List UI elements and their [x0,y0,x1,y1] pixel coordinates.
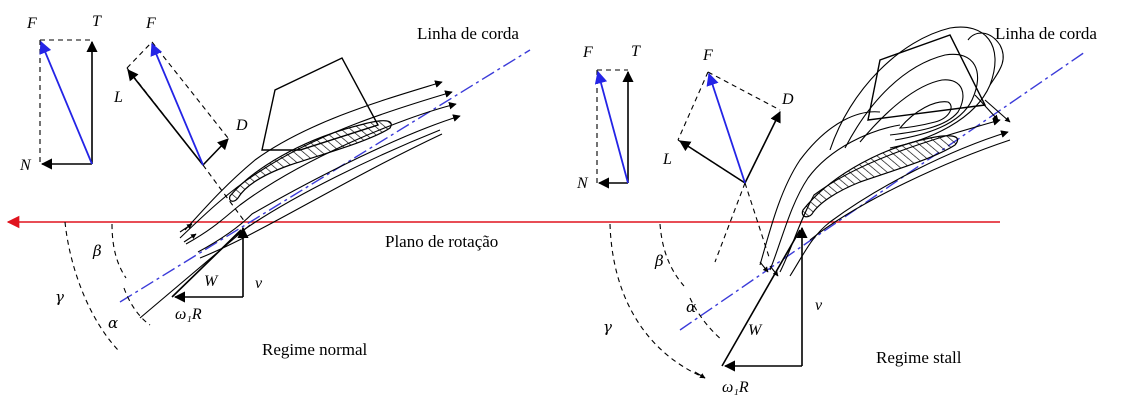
chord-line-label-right: Linha de corda [995,24,1097,43]
label-N: N [19,157,32,174]
label-F-right: F [582,44,593,61]
resultant-force-vector-right [594,70,629,184]
label-omega-r-right: ω₁R [722,379,749,396]
chord-line-left [119,49,531,303]
regime-normal-panel: F T N F L D Linha de corda [19,13,531,359]
streamlines-left [179,80,461,259]
label-alpha: α [108,314,118,332]
force-components-left: F T N [19,13,102,174]
label-D: D [235,117,248,134]
label-W-right: W [748,322,763,339]
regime-stall-panel: F T N F L D Linha de corda [576,24,1097,396]
lift-vector-right [679,140,746,184]
label-beta: β [92,242,102,260]
label-F-right-2: F [702,47,713,64]
label-W: W [204,273,219,290]
label-L: L [113,89,123,106]
label-beta-right: β [654,252,664,270]
drag-vector [202,138,229,166]
label-L-right: L [662,151,672,168]
chord-line-right [679,51,1086,331]
drag-vector-right [744,110,781,184]
label-v-right: v [815,297,823,314]
blade-section-right [867,34,987,121]
angle-arcs-left: β α γ [55,221,151,351]
label-gamma-right: γ [603,318,612,336]
w-vector [171,229,242,298]
w-vector-right [721,229,801,367]
stall-vortex [829,26,1011,151]
label-v: v [255,275,263,292]
streamlines-right [759,111,1011,277]
airfoil-left [229,120,392,202]
airfoil-right [801,135,959,218]
label-omega-r: ω₁R [175,306,202,323]
label-F: F [26,15,37,32]
rotation-plane-label: Plano de rotação [385,232,498,251]
label-T-right: T [631,43,641,60]
label-alpha-right: α [686,298,696,316]
label-T: T [92,13,102,30]
resultant-force-vector [39,40,93,165]
label-F-2: F [145,15,156,32]
lift-drag-left: F L D [113,15,248,223]
resultant-force-vector-2 [150,42,204,166]
label-D-right: D [781,91,794,108]
angle-arcs-right: β α γ [603,223,723,379]
regime-stall-label: Regime stall [876,348,962,367]
lift-drag-right: F L D [662,47,794,263]
velocity-triangle-left: W v ω₁R [139,224,263,323]
resultant-force-vector-right-2 [706,72,746,184]
label-N-right: N [576,175,589,192]
force-components-right: F T N [576,43,641,192]
lift-vector [127,69,204,166]
velocity-triangle-right: W v ω₁R [721,226,823,396]
chord-line-label-left: Linha de corda [417,24,519,43]
regime-normal-label: Regime normal [262,340,368,359]
label-gamma: γ [55,288,64,306]
